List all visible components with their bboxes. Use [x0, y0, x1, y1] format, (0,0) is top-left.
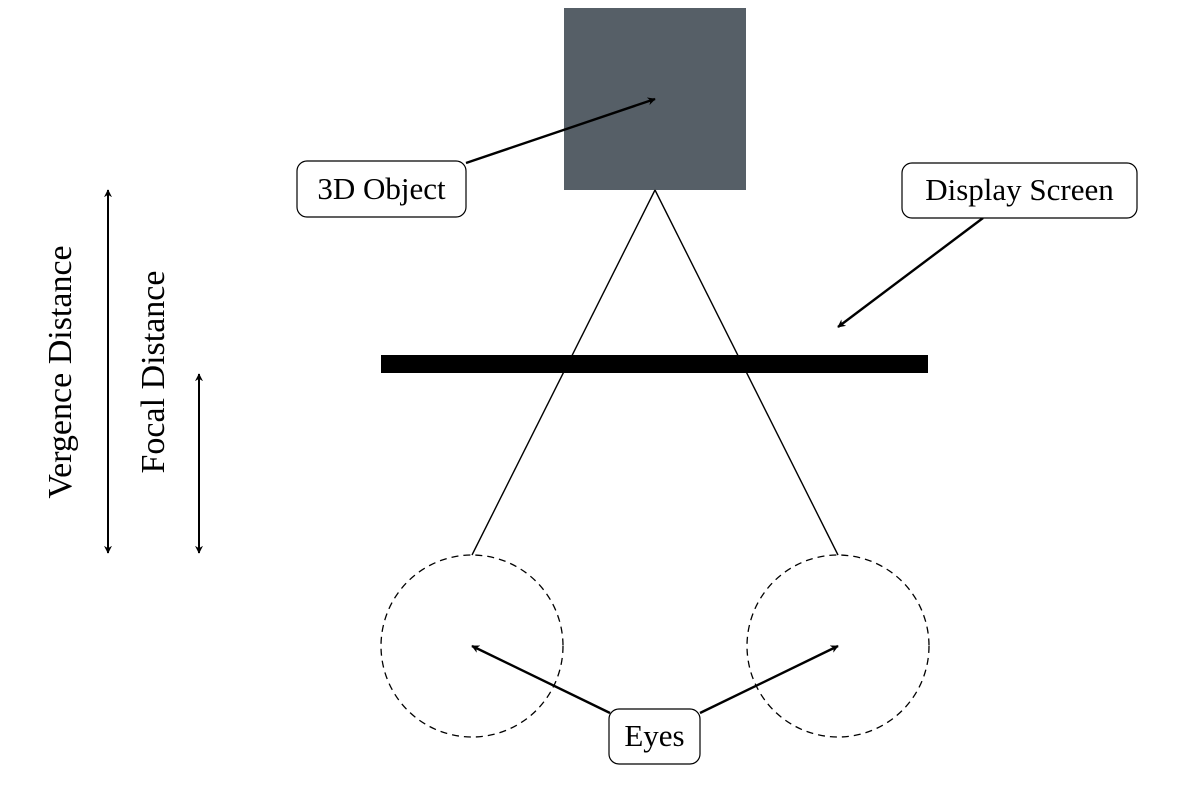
right-sight-line: [654, 189, 839, 556]
right-eye-circle: [746, 554, 930, 738]
eyes-label: Eyes: [624, 718, 684, 753]
left-eye-pointer-arrow: [471, 644, 611, 715]
object-pointer-arrow: [465, 97, 656, 165]
left-eye-circle: [380, 554, 564, 738]
screen-label: Display Screen: [925, 172, 1114, 207]
left-sight-line: [471, 189, 656, 556]
focal-distance-label: Focal Distance: [135, 271, 172, 474]
vergence-distance-label: Vergence Distance: [42, 245, 79, 498]
object-label-box: [296, 160, 467, 218]
display-screen-bar: [381, 355, 928, 373]
screen-label-box: [901, 162, 1138, 219]
object-label: 3D Object: [317, 171, 446, 206]
screen-pointer-arrow: [837, 217, 984, 328]
eyes-label-box: [608, 708, 701, 765]
right-eye-pointer-arrow: [699, 644, 839, 715]
